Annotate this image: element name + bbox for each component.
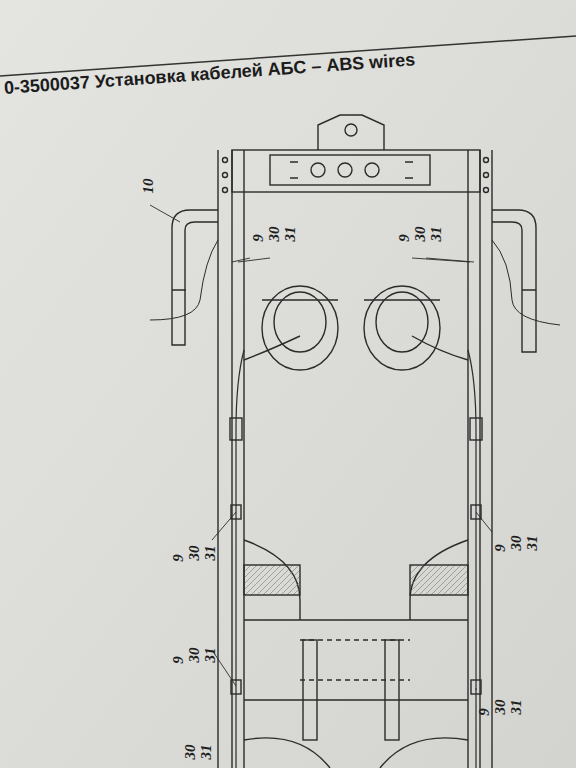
callout-number: 31 — [199, 745, 214, 760]
callout-number: 10 — [141, 179, 156, 194]
callout-number: 30 — [509, 536, 524, 551]
callout-number: 31 — [429, 227, 444, 242]
callout-number: 31 — [283, 227, 298, 242]
callout-number: 31 — [203, 546, 218, 561]
callout-number: 30 — [267, 227, 282, 242]
callout-number: 30 — [187, 546, 202, 561]
callout-number: 9 — [171, 554, 186, 562]
callout-number: 9 — [397, 234, 412, 242]
callout-number: 9 — [171, 656, 186, 664]
callout-number: 30 — [493, 700, 508, 715]
truck-frame — [150, 115, 560, 768]
callout-number: 31 — [509, 700, 524, 715]
callout-number: 9 — [493, 544, 508, 552]
callout-number: 31 — [525, 536, 540, 551]
callout-number: 30 — [187, 648, 202, 663]
callout-number: 9 — [251, 234, 266, 242]
callout-number: 31 — [203, 648, 218, 663]
callout-number: 9 — [477, 708, 492, 716]
callout-number: 30 — [413, 227, 428, 242]
callout-number: 30 — [183, 745, 198, 760]
